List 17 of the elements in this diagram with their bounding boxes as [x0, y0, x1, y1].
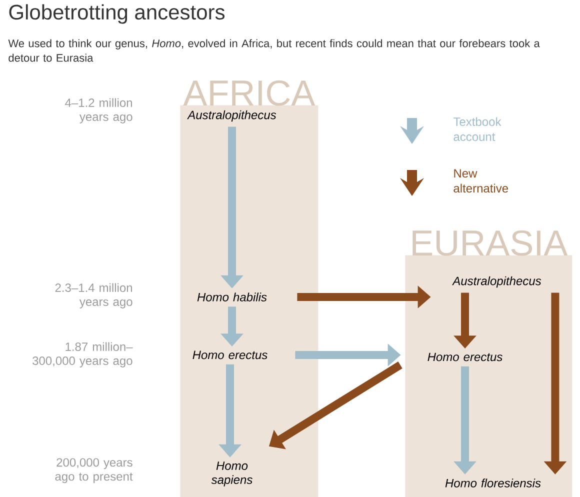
species-label: Homo erectus: [192, 350, 268, 360]
node-label: AFRICA: [183, 80, 316, 106]
species-label: Homo floresiensis: [445, 478, 541, 488]
time-label: 1.87 million–300,000 years ago: [32, 342, 133, 368]
species-label: Australopithecus: [187, 110, 276, 122]
species-label: Australopithecus: [452, 276, 542, 288]
species-label: Homo sapiens: [211, 462, 252, 486]
legend-label: New alternative: [454, 169, 508, 193]
time-label: 2.3–1.4 million years ago: [55, 283, 132, 308]
time-label: 4–1.2 million years ago: [65, 98, 132, 124]
species-label: Homo habilis: [197, 292, 267, 302]
legend-label: Textbook account: [453, 117, 502, 141]
title: Globetrotting ancestors: [9, 4, 225, 24]
species-label: Homo erectus: [428, 352, 502, 362]
time-label: 200,000 years ago to present: [55, 458, 133, 484]
caption: We used to think our genus, Homo, evolved in Africa, but recent finds could mean that our forebears took a detour to Eurasia: [8, 39, 540, 62]
node-label: EURASIA: [412, 230, 568, 256]
